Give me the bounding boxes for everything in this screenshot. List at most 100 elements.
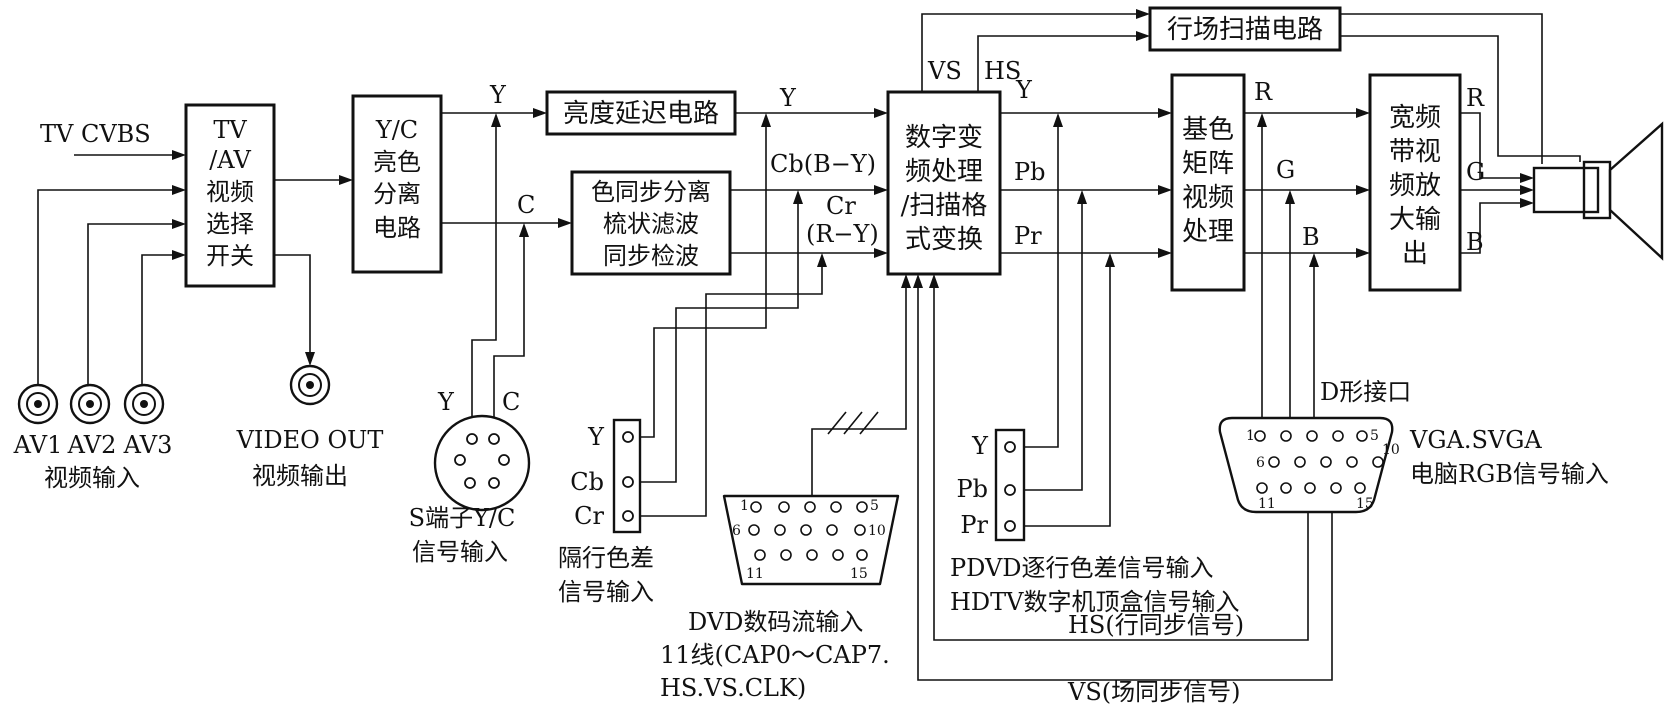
- vga-caption-2: 电脑RGB信号输入: [1410, 460, 1609, 488]
- digital-processing-block: 数字变 频处理 /扫描格 式变换: [886, 90, 1002, 276]
- scan-circuit-label: 行场扫描电路: [1167, 15, 1323, 45]
- vga-pin-10: 10: [1382, 442, 1400, 458]
- av2-jack: [69, 383, 111, 425]
- progressive-connector: Y Pb Pr PDVD逐行色差信号输入 HDTV数字机顶盒信号输入: [950, 428, 1240, 616]
- y-label-3: Y: [1015, 76, 1033, 104]
- tv-cvbs-label: TV CVBS: [40, 120, 151, 148]
- av1-jack: [17, 383, 59, 425]
- yc-label-3: 分离: [373, 180, 421, 208]
- av1-label: AV1: [13, 431, 63, 459]
- digital-label-1: 数字变: [905, 123, 983, 153]
- scan-circuit-block: 行场扫描电路: [1148, 6, 1342, 52]
- yc-label-4: 电路: [373, 214, 421, 242]
- r-out-label: R: [1466, 84, 1485, 112]
- av-caption: 视频输入: [44, 464, 140, 492]
- hs-label: HS: [984, 57, 1021, 85]
- interlaced-cb-label: Cb: [570, 468, 604, 496]
- svideo-c-label: C: [502, 388, 520, 416]
- dvd-pin-11: 11: [746, 566, 764, 582]
- svideo-caption-2: 信号输入: [412, 538, 508, 566]
- vga-pin-1: 1: [1246, 428, 1255, 444]
- av-switch-label-5: 开关: [206, 242, 254, 270]
- dvd-caption-2: 11线(CAP0～CAP7.: [660, 641, 890, 669]
- g-label: G: [1276, 156, 1295, 184]
- yc-label-1: Y/C: [375, 116, 418, 144]
- dvd-caption-3: HS.VS.CLK): [660, 674, 806, 702]
- color-matrix-block: 基色 矩阵 视频 处理: [1170, 73, 1246, 292]
- progressive-pb-label: Pb: [956, 475, 988, 503]
- av-switch-label-4: 选择: [206, 210, 254, 238]
- chroma-label-3: 同步检波: [603, 242, 699, 270]
- cr-sub-label: (R−Y): [806, 220, 879, 248]
- svideo-connector: Y C S端子Y/C 信号输入: [409, 388, 531, 566]
- vga-caption-1: VGA.SVGA: [1409, 426, 1542, 454]
- b-label: B: [1302, 223, 1320, 251]
- chroma-decoder-block: 色同步分离 梳状滤波 同步检波: [570, 170, 732, 276]
- dvd-pin-5: 5: [870, 498, 879, 514]
- interlaced-y-label: Y: [587, 423, 605, 451]
- luma-delay-label: 亮度延迟电路: [563, 99, 719, 129]
- hs-sync-label: HS(行同步信号): [1068, 611, 1244, 639]
- vs-label: VS: [927, 57, 962, 85]
- vga-title: D形接口: [1320, 378, 1411, 406]
- dvd-pin-6: 6: [732, 523, 741, 539]
- digital-label-2: 频处理: [905, 157, 983, 187]
- c-label: C: [517, 191, 535, 219]
- vga-pin-11: 11: [1258, 496, 1276, 512]
- progressive-caption-1: PDVD逐行色差信号输入: [950, 554, 1214, 582]
- g-out-label: G: [1466, 158, 1485, 186]
- matrix-label-1: 基色: [1182, 115, 1234, 145]
- vga-pin-15: 15: [1356, 496, 1374, 512]
- av-inputs: AV1 AV2 AV3 视频输入: [13, 383, 173, 492]
- video-out-jack: [289, 364, 331, 406]
- interlaced-connector: Y Cb Cr 隔行色差 信号输入: [558, 418, 654, 606]
- wideband-amp-block: 宽频 带视 频放 大输 出: [1368, 73, 1462, 292]
- amp-label-4: 大输: [1389, 205, 1441, 235]
- vga-pin-6: 6: [1256, 455, 1265, 471]
- dvd-pin-10: 10: [868, 523, 886, 539]
- interlaced-caption-1: 隔行色差: [558, 544, 654, 572]
- amp-label-3: 频放: [1389, 171, 1441, 201]
- chroma-label-1: 色同步分离: [591, 178, 711, 206]
- b-out-label: B: [1466, 228, 1484, 256]
- dvd-db15-connector: 1 5 6 10 11 15 DVD数码流输入 11线(CAP0～CAP7. H…: [660, 494, 900, 702]
- video-out-label: VIDEO OUT: [236, 426, 384, 454]
- matrix-label-4: 处理: [1182, 217, 1234, 247]
- pb-label: Pb: [1014, 158, 1046, 186]
- video-out-caption: 视频输出: [252, 462, 348, 490]
- matrix-label-3: 视频: [1182, 183, 1234, 213]
- signal-lines: [37, 13, 1581, 681]
- y-label-2: Y: [779, 84, 797, 112]
- av3-label: AV3: [123, 431, 173, 459]
- progressive-y-label: Y: [971, 432, 989, 460]
- av-switch-label-3: 视频: [206, 178, 254, 206]
- av3-jack: [123, 383, 165, 425]
- signal-labels: TV CVBS Y Y C Cb(B−Y) Cr (R−Y) VS HS Y P…: [40, 57, 1485, 256]
- digital-label-3: /扫描格: [901, 191, 988, 221]
- av-switch-label-1: TV: [213, 116, 247, 144]
- chroma-label-2: 梳状滤波: [603, 210, 699, 238]
- dvd-pin-1: 1: [740, 498, 749, 514]
- pr-label: Pr: [1014, 222, 1042, 250]
- svideo-y-label: Y: [437, 388, 455, 416]
- yc-separation-block: Y/C 亮色 分离 电路: [351, 94, 443, 274]
- interlaced-cr-label: Cr: [574, 502, 604, 530]
- matrix-label-2: 矩阵: [1182, 149, 1234, 179]
- progressive-caption-2: HDTV数字机顶盒信号输入: [950, 588, 1240, 616]
- svideo-caption-1: S端子Y/C: [409, 504, 516, 532]
- amp-label-2: 带视: [1389, 137, 1441, 167]
- amp-label-1: 宽频: [1389, 103, 1441, 133]
- av-switch-label-2: /AV: [209, 146, 251, 174]
- crt-icon: [1532, 121, 1664, 261]
- cb-label: Cb(B−Y): [770, 150, 876, 178]
- vs-sync-label: VS(场同步信号): [1067, 678, 1241, 706]
- vga-connector: D形接口 1 5 10 6 11 15 VGA.SVGA 电脑RGB信号输入: [1218, 378, 1609, 514]
- progressive-pr-label: Pr: [960, 511, 988, 539]
- interlaced-caption-2: 信号输入: [558, 578, 654, 606]
- yc-label-2: 亮色: [373, 148, 421, 176]
- digital-label-4: 式变换: [905, 225, 983, 255]
- cr-label: Cr: [826, 192, 856, 220]
- y-label-1: Y: [489, 81, 507, 109]
- r-label: R: [1254, 78, 1273, 106]
